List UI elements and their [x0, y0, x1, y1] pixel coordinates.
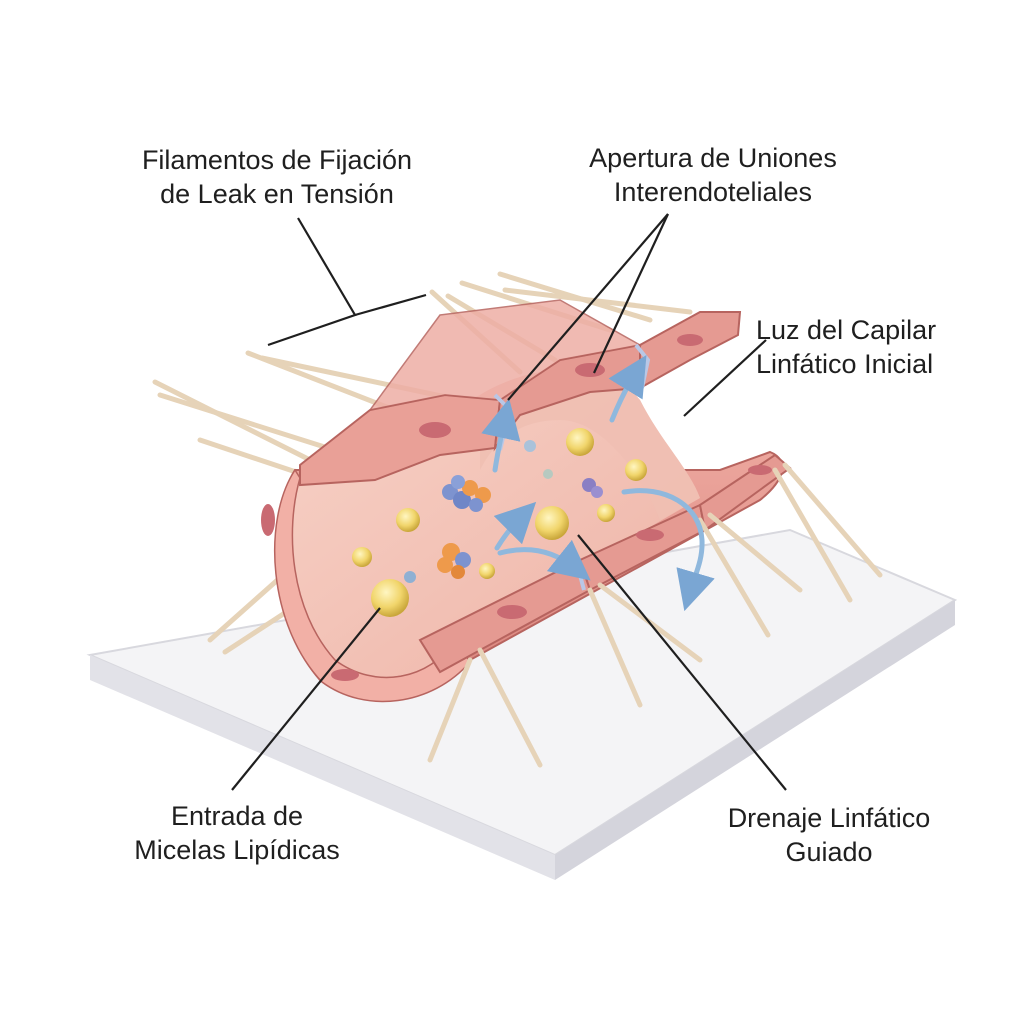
leader-line-filamentos [267, 217, 357, 347]
label-junction-opening-line1: Apertura de Uniones [589, 143, 837, 173]
label-anchoring-filaments-line1: Filamentos de Fijación [141, 145, 413, 175]
label-guided-drainage: Drenaje Linfático Guiado [696, 801, 962, 869]
leader-line-apertura-2 [593, 213, 669, 374]
leader-line-entrada [231, 607, 381, 791]
label-guided-drainage-line2: Guiado [785, 837, 873, 867]
label-capillary-lumen-line1: Luz del Capilar [756, 315, 937, 345]
base-platform [86, 528, 958, 880]
label-junction-opening-line2: Interendoteliales [613, 177, 813, 207]
leader-lines [231, 213, 787, 791]
lipid-micelles [352, 428, 647, 617]
label-micelle-entry: Entrada de Micelas Lipídicas [90, 799, 384, 867]
protein-clusters [437, 475, 603, 579]
leader-line-apertura-1 [507, 213, 669, 401]
label-anchoring-filaments-line2: de Leak en Tensión [160, 179, 394, 209]
label-micelle-entry-line1: Entrada de [170, 801, 304, 831]
flow-arrows [481, 354, 715, 612]
label-guided-drainage-line1: Drenaje Linfático [727, 803, 931, 833]
label-anchoring-filaments: Filamentos de Fijación de Leak en Tensió… [92, 143, 462, 211]
label-capillary-lumen-line2: Linfático Inicial [756, 349, 934, 379]
leader-line-drenaje [577, 534, 787, 791]
leader-line-luz [683, 339, 767, 417]
label-junction-opening: Apertura de Uniones Interendoteliales [540, 141, 886, 209]
label-capillary-lumen: Luz del Capilar Linfático Inicial [756, 313, 1002, 381]
leader-line-filamentos-2 [354, 293, 427, 317]
label-micelle-entry-line2: Micelas Lipídicas [134, 835, 340, 865]
